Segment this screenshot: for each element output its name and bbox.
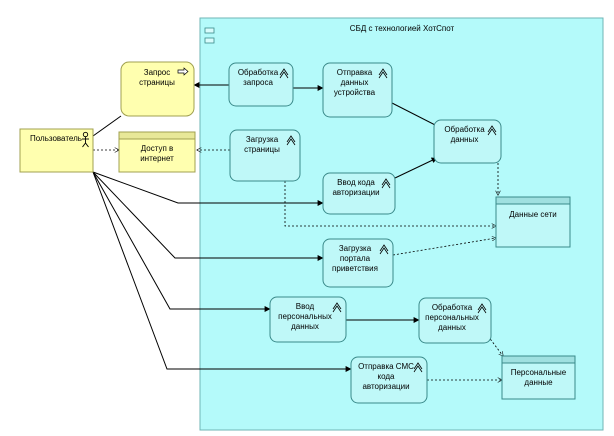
edge-p3-to-network-data [284, 181, 496, 226]
edge-actor-to-p9 [92, 171, 352, 372]
actor-label: Пользователь [30, 134, 82, 143]
data-object-label: Данные сети [509, 210, 556, 219]
process-icon [378, 68, 388, 79]
arrow-right-icon [177, 67, 189, 76]
process-icon [332, 302, 342, 313]
actor-user[interactable]: Пользователь [19, 128, 94, 173]
component-icon [204, 37, 215, 44]
edge-actor-to-p5 [92, 171, 324, 206]
process-icon [279, 68, 289, 79]
edge-actor-to-request [92, 115, 122, 137]
process-icon [379, 244, 389, 255]
edge-actor-to-p7 [92, 171, 271, 312]
process-icon [286, 135, 296, 146]
process-icon [477, 303, 487, 314]
process-icon [381, 178, 391, 189]
process-icon [413, 362, 423, 373]
edge-p6-to-network-data [392, 238, 496, 256]
component-icon [204, 27, 215, 34]
edges [92, 82, 503, 380]
edge-p5-to-p4 [394, 157, 438, 179]
actor-icon [82, 131, 89, 148]
edge-p2-to-p4 [391, 102, 442, 129]
system-title: СБД с технологией ХотСпот [350, 24, 455, 33]
data-object-d1[interactable]: Данные сети [495, 196, 571, 248]
edge-actor-to-p6 [92, 171, 324, 261]
process-icon [487, 125, 497, 136]
